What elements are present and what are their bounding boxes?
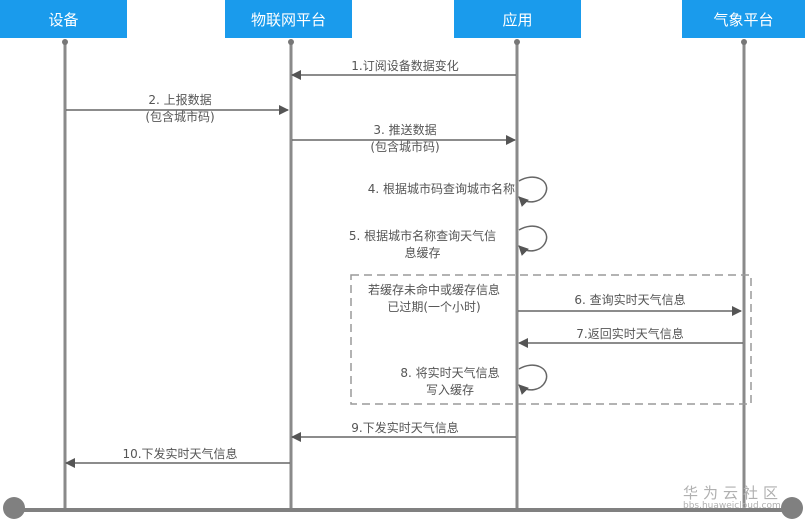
self-arrow-msg-4 [518,176,548,207]
msg-1-label: 1.订阅设备数据变化 [351,59,459,73]
msg-6-label: 6. 查询实时天气信息 [574,293,686,307]
msg-8-label: 8. 将实时天气信息 写入缓存 [390,365,510,399]
self-arrow-msg-5 [518,225,548,256]
fragment-condition: 若缓存未命中或缓存信息 已过期(一个小时) [354,282,514,316]
fragment-condition-line1: 若缓存未命中或缓存信息 [367,283,500,297]
msg-9-label: 9.下发实时天气信息 [351,421,459,435]
self-arrow-msg-8 [518,364,548,395]
msg-2-sub: (包含城市码) [145,110,215,124]
lifeline-top-dot [288,39,294,45]
lifeline-top-dot [741,39,747,45]
msg-5-sub: 息缓存 [404,246,441,260]
lifeline-top-dot [514,39,520,45]
msg-3-sub: (包含城市码) [370,140,440,154]
msg-2-text: 2. 上报数据 [148,93,212,107]
alt-fragment-box [350,274,752,405]
msg-3-text: 3. 推送数据 [373,123,437,137]
msg-8-text: 8. 将实时天气信息 [400,366,500,380]
actor-weather-platform: 气象平台 [682,0,805,38]
msg-2-label: 2. 上报数据 (包含城市码) [100,92,260,126]
bottom-bar-left-dot [3,497,25,519]
bottom-bar-right-dot [781,497,803,519]
actor-iot-platform: 物联网平台 [225,0,352,38]
actor-device: 设备 [0,0,127,38]
watermark-url: bbs.huaweicloud.com [683,501,781,511]
lifeline-top-dot [62,39,68,45]
msg-5-text: 5. 根据城市名称查询天气信 [348,229,497,243]
msg-3-label: 3. 推送数据 (包含城市码) [325,122,485,156]
watermark-brand: 华为云社区 [683,484,784,502]
msg-4-label: 4. 根据城市码查询城市名称 [367,182,515,196]
fragment-condition-line2: 已过期(一个小时) [387,300,481,314]
msg-7-label: 7.返回实时天气信息 [576,327,684,341]
msg-5-label: 5. 根据城市名称查询天气信 息缓存 [330,228,515,262]
msg-8-sub: 写入缓存 [425,383,474,397]
msg-10-label: 10.下发实时天气信息 [122,447,238,461]
actor-application: 应用 [454,0,581,38]
